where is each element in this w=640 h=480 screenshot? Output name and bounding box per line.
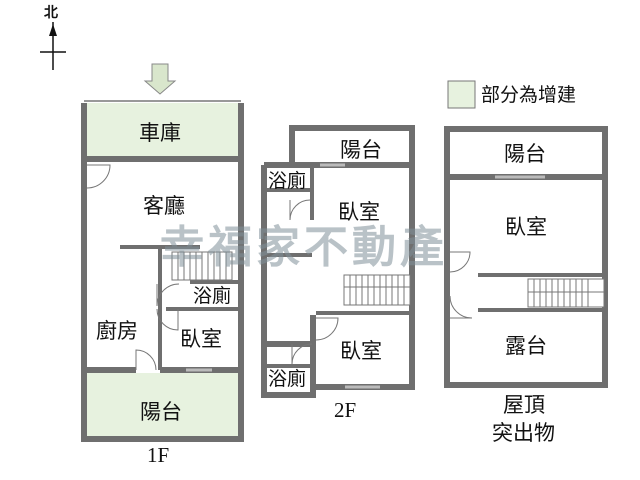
room-label-roof-bedroom: 臥室 (505, 215, 547, 239)
room-label-2f-bath-top: 浴廁 (268, 169, 306, 192)
room-label-2f-bedroom-bottom: 臥室 (340, 339, 382, 363)
watermark: 幸福家不動產 (160, 222, 448, 273)
1f-walls (81, 103, 244, 442)
room-label-1f-balcony: 陽台 (140, 400, 182, 424)
room-label-2f-bath-bottom: 浴廁 (268, 367, 306, 390)
legend-label: 部分為增建 (481, 84, 576, 106)
room-label-1f-bath: 浴廁 (193, 284, 231, 307)
roof-stairs (527, 278, 605, 308)
1f-doors (86, 164, 212, 372)
floor-1f: 車庫 客廳 浴廁 廚房 臥室 陽台 1F (81, 100, 244, 467)
legend-swatch (447, 80, 476, 109)
2f-doors (289, 163, 380, 389)
roof-doors (449, 175, 545, 319)
floor-caption-2f: 2F (334, 398, 356, 422)
roof-partitions (478, 273, 605, 312)
north-compass: 北 (40, 5, 66, 70)
floor-2f: 陽台 浴廁 臥室 臥室 浴廁 2F (261, 125, 415, 422)
entrance-arrow-icon (143, 63, 177, 95)
north-arrow-icon (49, 24, 57, 36)
room-label-kitchen: 廚房 (96, 319, 138, 343)
room-label-2f-balcony: 陽台 (340, 138, 382, 162)
room-label-terrace: 露台 (505, 334, 547, 358)
2f-partitions (264, 165, 412, 368)
balcony-1f-annex-fill (87, 373, 238, 436)
legend: 部分為增建 (447, 80, 576, 109)
2f-stairs (343, 274, 411, 306)
floor-roof: 陽台 臥室 露台 屋頂 突出物 (444, 126, 608, 445)
floor-caption-roof-line1: 屋頂 (503, 393, 545, 417)
1f-stairs (171, 251, 233, 281)
floor-caption-roof-line2: 突出物 (492, 421, 555, 445)
floor-caption-1f: 1F (147, 443, 169, 467)
north-label: 北 (44, 5, 58, 21)
garage-annex-fill (87, 103, 238, 159)
room-label-living: 客廳 (143, 194, 185, 218)
room-label-1f-bedroom: 臥室 (180, 327, 222, 351)
room-label-roof-balcony: 陽台 (504, 142, 546, 166)
room-label-garage: 車庫 (139, 121, 181, 145)
room-label-2f-bedroom-top: 臥室 (338, 200, 380, 224)
